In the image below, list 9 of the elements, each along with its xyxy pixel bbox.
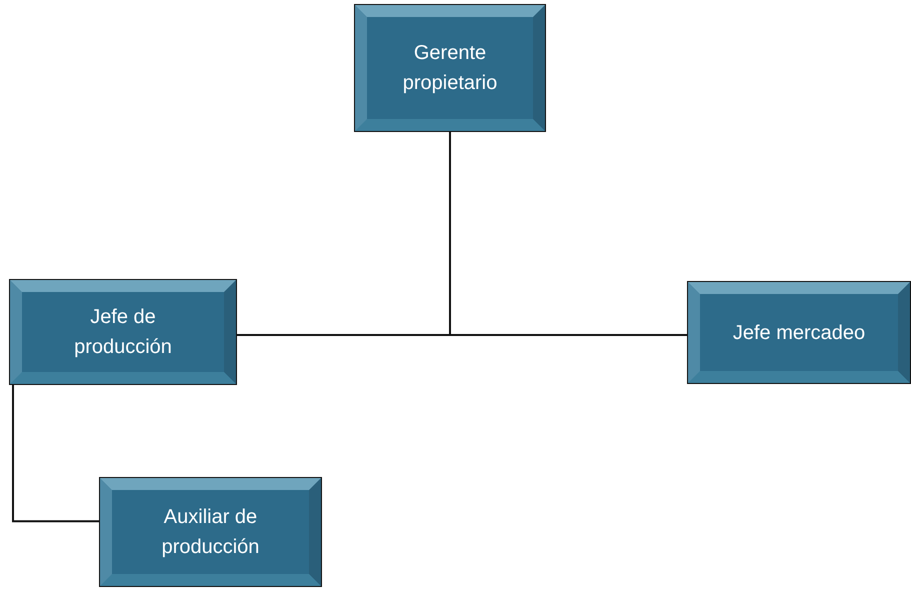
org-chart-box xyxy=(10,280,236,384)
box-label: Auxiliar de producción xyxy=(160,505,260,560)
box-label: Gerente propietario xyxy=(402,41,498,96)
org-chart-box xyxy=(355,5,545,131)
org-chart-box xyxy=(100,478,321,586)
org-chart-box xyxy=(688,282,910,383)
box-label: Jefe mercadeo xyxy=(732,320,866,346)
connector-line xyxy=(12,384,100,522)
box-label: Jefe de producción xyxy=(73,305,173,360)
